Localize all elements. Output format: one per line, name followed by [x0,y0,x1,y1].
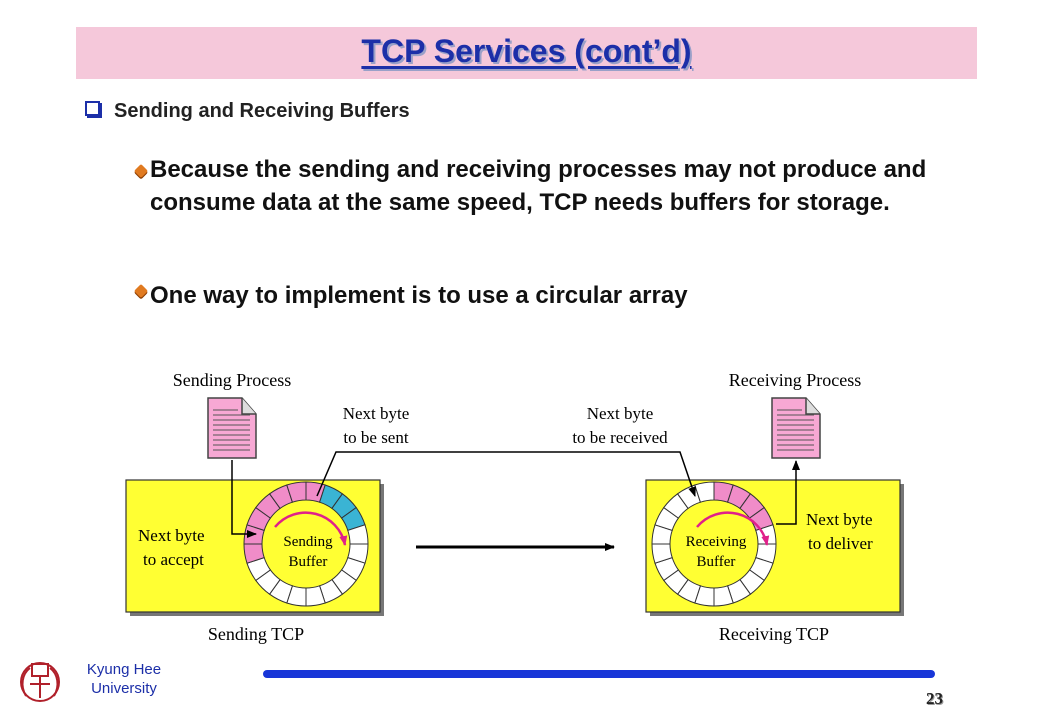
sent-to-received-pointer-arrow [316,451,696,497]
receiving-tcp-label: Receiving TCP [719,624,829,644]
next-byte-deliver-label-2: to deliver [808,534,873,553]
university-line-1: Kyung Hee [86,661,162,678]
sending-buffer-ring [243,481,369,607]
receiving-buffer-label-2: Buffer [697,554,736,570]
buffer-slot [694,481,715,503]
bullet-1: Because the sending and receiving proces… [150,156,927,216]
sending-process-document-icon [207,397,257,459]
page-title: TCP Services (cont’d) [361,33,692,69]
subheading: Sending and Receiving Buffers [85,100,410,123]
checkbox-bullet-icon [85,101,100,116]
sending-buffer-label-2: Buffer [289,554,328,570]
subheading-text: Sending and Receiving Buffers [114,100,410,122]
next-byte-sent-label-1: Next byte [343,404,410,423]
receiving-process-document-icon [771,397,821,459]
next-byte-deliver-arrow [776,460,800,525]
receiving-buffer-ring [651,481,777,607]
bullet-2: One way to implement is to use a circula… [150,282,688,309]
sending-tcp-label: Sending TCP [208,624,304,644]
university-name: Kyung Hee University [66,660,182,698]
next-byte-accept-label-1: Next byte [138,526,205,545]
next-byte-accept-arrow [231,460,257,538]
next-byte-accept-label-2: to accept [143,550,204,569]
footer-bar [263,670,935,678]
page-number: 23 [926,689,943,708]
sending-rotation-arrow [274,511,348,546]
next-byte-sent-label-2: to be sent [343,428,408,447]
sending-process-label: Sending Process [173,370,292,390]
receiving-buffer-label-1: Receiving [686,534,747,550]
sending-buffer-label-1: Sending [283,534,333,550]
next-byte-received-label-2: to be received [572,428,668,447]
next-byte-received-label-1: Next byte [587,404,654,423]
university-logo-icon [20,662,60,702]
title-band: TCP Services (cont’d) [76,27,977,79]
next-byte-deliver-label-1: Next byte [806,510,873,529]
receiving-rotation-arrow [696,511,770,546]
buffer-slot [286,481,307,503]
university-line-2: University [91,680,157,697]
receiving-process-label: Receiving Process [729,370,861,390]
